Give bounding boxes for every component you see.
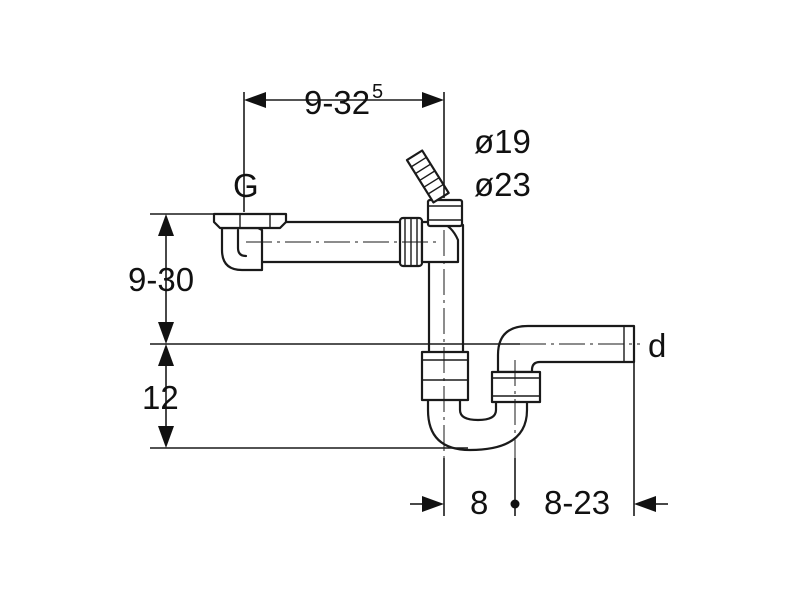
inlet-elbow: [220, 226, 264, 272]
u-bend: [426, 393, 529, 452]
hose-diameter-large: ø23: [474, 166, 531, 203]
outlet-riser-elbow: [496, 324, 636, 374]
height-dimension-label: 9-30: [128, 261, 194, 298]
width-dimension-label: 9-32: [304, 84, 370, 121]
width-dimension-superscript: 5: [372, 81, 383, 103]
outlet-dimension-label: 8-23: [544, 484, 610, 521]
siphon-drawing: [212, 149, 636, 452]
strainer-flange: [212, 212, 288, 230]
hose-nozzle: [405, 149, 450, 204]
depth-dimension-label: 12: [142, 379, 179, 416]
hose-connector-nut: [426, 198, 464, 228]
inlet-label: G: [233, 167, 259, 204]
dimension-lines: [150, 92, 668, 516]
offset-dimension-label: 8: [470, 484, 488, 521]
hose-diameter-small: ø19: [474, 123, 531, 160]
trap-sleeve-left: [420, 350, 470, 402]
trap-sleeve-right: [490, 370, 542, 404]
center-lines: [246, 230, 640, 458]
outlet-diameter-label: d: [648, 327, 666, 364]
